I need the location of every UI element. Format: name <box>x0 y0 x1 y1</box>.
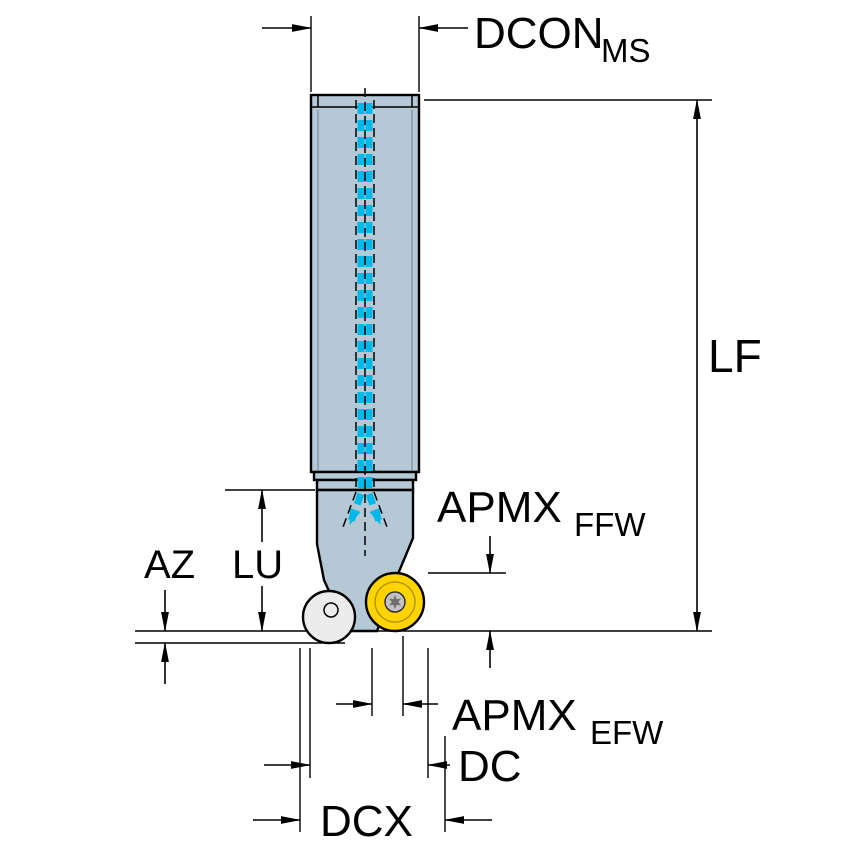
dim-lu: LU <box>225 489 315 632</box>
label-dcx: DCX <box>320 797 413 846</box>
label-lf: LF <box>708 330 762 382</box>
right-insert-face-view <box>364 571 426 633</box>
coolant-wall-exit-right-dashed <box>373 491 388 528</box>
left-insert-side-view <box>301 589 357 645</box>
reference-lines <box>135 630 712 644</box>
label-apmx-efw: APMX <box>452 691 577 740</box>
coolant-channel <box>342 88 388 556</box>
label-lu: LU <box>232 543 283 587</box>
label-dcon: DCON <box>474 9 604 58</box>
dim-dc: DC <box>264 648 522 791</box>
label-az: AZ <box>144 543 195 587</box>
coolant-exit-right <box>365 492 384 526</box>
label-apmx-ffw-subscript: FFW <box>574 506 646 543</box>
label-apmx-efw-subscript: EFW <box>590 714 664 751</box>
coolant-exit-left <box>346 492 365 526</box>
label-dcon-subscript: MS <box>601 32 651 69</box>
tool <box>301 88 426 645</box>
label-apmx-ffw: APMX <box>437 483 562 532</box>
dim-lf: LF <box>424 99 762 632</box>
torx-screw-icon <box>388 595 402 609</box>
dim-apmx-ffw: APMX FFW <box>428 483 646 668</box>
dim-apmx-efw: APMX EFW <box>336 636 664 751</box>
right-insert-inner-ring <box>374 581 416 623</box>
dim-az: AZ <box>144 543 195 684</box>
dim-dcx: DCX <box>253 648 492 846</box>
label-dc: DC <box>458 742 522 791</box>
shank-body <box>309 93 421 474</box>
coolant-wall-exit-left-dashed <box>342 491 357 528</box>
left-insert-screw-side <box>323 602 339 618</box>
dim-dcon: DCON MS <box>262 9 651 92</box>
